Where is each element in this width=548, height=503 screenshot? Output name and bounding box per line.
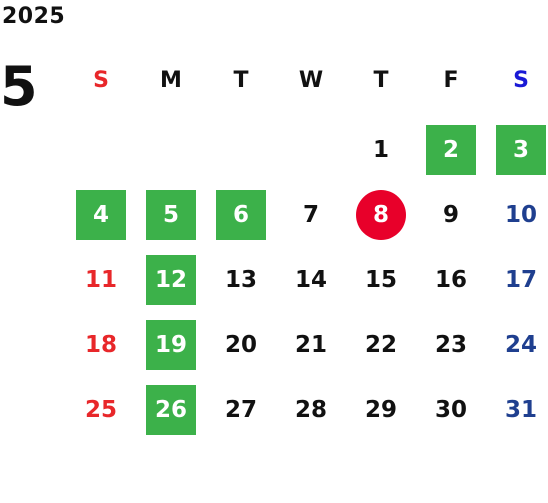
year-label: 2025	[2, 4, 66, 29]
day-cell-11[interactable]: 11	[84, 267, 117, 293]
day-cell-20[interactable]: 20	[224, 332, 257, 358]
day-cell-24[interactable]: 24	[504, 332, 537, 358]
day-cell-6[interactable]: 6	[216, 190, 266, 240]
day-cell-7[interactable]: 7	[302, 202, 319, 228]
weekday-header-wednesday: W	[298, 68, 324, 93]
day-cell-25[interactable]: 25	[84, 397, 117, 423]
day-cell-5[interactable]: 5	[146, 190, 196, 240]
day-cell-3[interactable]: 3	[496, 125, 546, 175]
weekday-header-saturday: S	[513, 68, 529, 93]
day-cell-19[interactable]: 19	[146, 320, 196, 370]
day-cell-10[interactable]: 10	[504, 202, 537, 228]
weekday-header-friday: F	[443, 68, 459, 93]
weekday-header-sunday: S	[93, 68, 109, 93]
weekday-header-thursday: T	[373, 68, 389, 93]
day-cell-4[interactable]: 4	[76, 190, 126, 240]
day-cell-31[interactable]: 31	[504, 397, 537, 423]
day-cell-14[interactable]: 14	[294, 267, 327, 293]
day-cell-21[interactable]: 21	[294, 332, 327, 358]
day-cell-17[interactable]: 17	[504, 267, 537, 293]
day-cell-29[interactable]: 29	[364, 397, 397, 423]
day-cell-8[interactable]: 8	[356, 190, 406, 240]
day-cell-30[interactable]: 30	[434, 397, 467, 423]
weekday-header-monday: M	[160, 68, 182, 93]
weekday-header-tuesday: T	[233, 68, 249, 93]
day-cell-27[interactable]: 27	[224, 397, 257, 423]
day-cell-13[interactable]: 13	[224, 267, 257, 293]
day-cell-26[interactable]: 26	[146, 385, 196, 435]
day-cell-1[interactable]: 1	[372, 137, 389, 163]
day-cell-16[interactable]: 16	[434, 267, 467, 293]
day-cell-23[interactable]: 23	[434, 332, 467, 358]
day-cell-12[interactable]: 12	[146, 255, 196, 305]
day-cell-9[interactable]: 9	[442, 202, 459, 228]
day-cell-28[interactable]: 28	[294, 397, 327, 423]
month-label: 5	[0, 55, 38, 118]
day-cell-2[interactable]: 2	[426, 125, 476, 175]
day-cell-15[interactable]: 15	[364, 267, 397, 293]
day-cell-22[interactable]: 22	[364, 332, 397, 358]
day-cell-18[interactable]: 18	[84, 332, 117, 358]
